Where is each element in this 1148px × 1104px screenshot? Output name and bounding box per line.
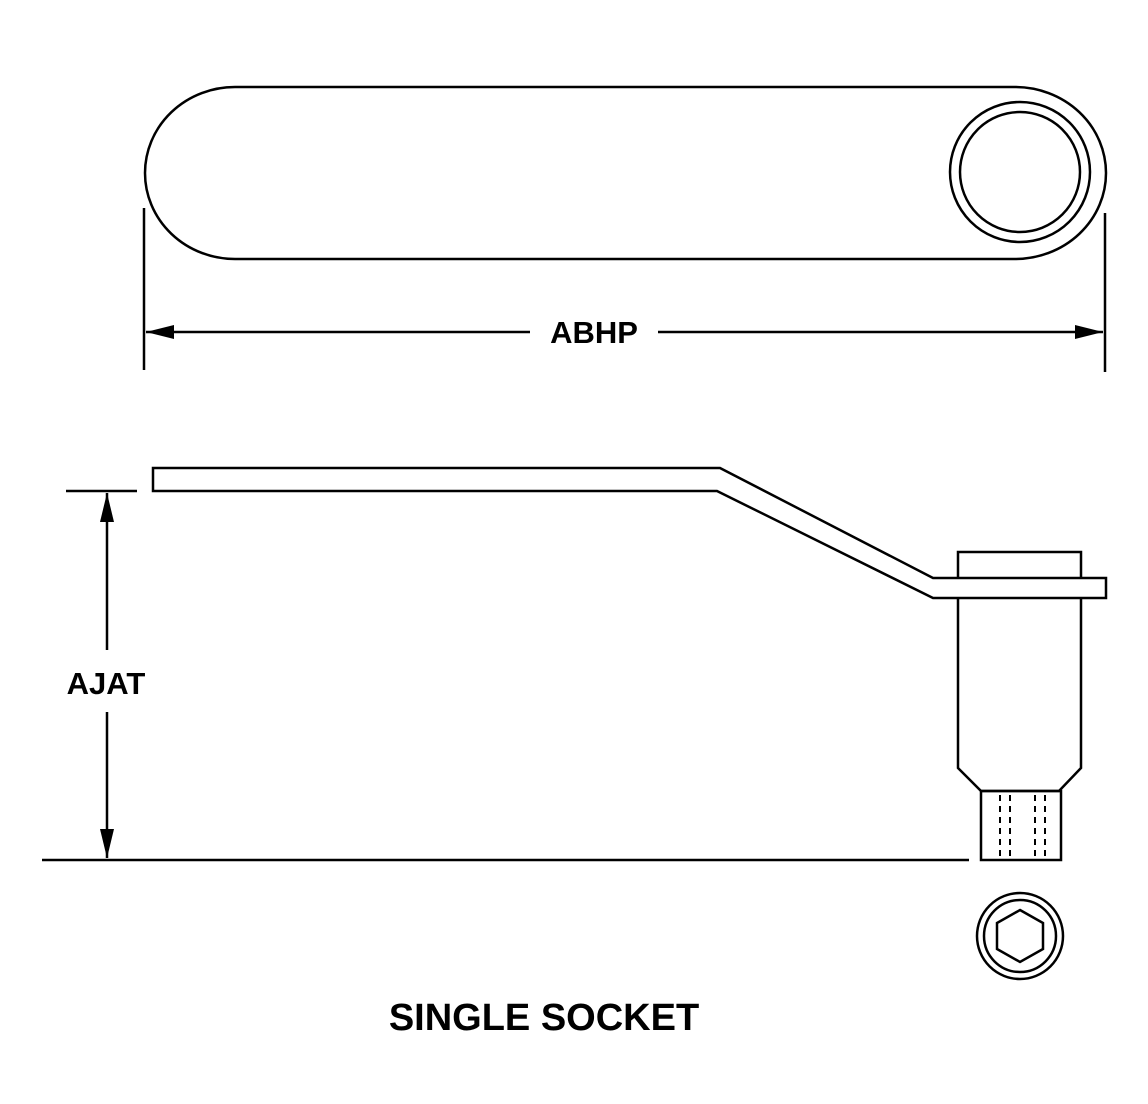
- length-arrowhead-left: [146, 325, 174, 339]
- height-arrowhead-top: [100, 493, 114, 522]
- drawing-caption: SINGLE SOCKET: [389, 997, 699, 1039]
- top-view: [143, 85, 1108, 261]
- side-view: [151, 466, 1108, 862]
- length-arrowhead-right: [1075, 325, 1103, 339]
- length-dimension: [142, 208, 1107, 372]
- socket-end-inner-circle: [982, 898, 1058, 974]
- hex-socket-icon: [995, 908, 1045, 964]
- handle-outline-top-view: [143, 85, 1108, 261]
- socket-top-cap: [956, 550, 1083, 578]
- socket-inner-circle-top-view: [958, 110, 1082, 234]
- socket-end-outer-circle: [975, 891, 1065, 981]
- socket-outer-circle-top-view: [948, 100, 1092, 244]
- length-dimension-label: ABHP: [550, 315, 638, 350]
- socket-hidden-lines: [999, 795, 1046, 858]
- socket-body: [956, 598, 1083, 793]
- socket-end-view: [975, 891, 1065, 981]
- socket-drive-tip: [979, 789, 1063, 862]
- height-dimension-label: AJAT: [67, 666, 146, 701]
- handle-bar-side-view: [151, 466, 1108, 600]
- height-arrowhead-bottom: [100, 829, 114, 858]
